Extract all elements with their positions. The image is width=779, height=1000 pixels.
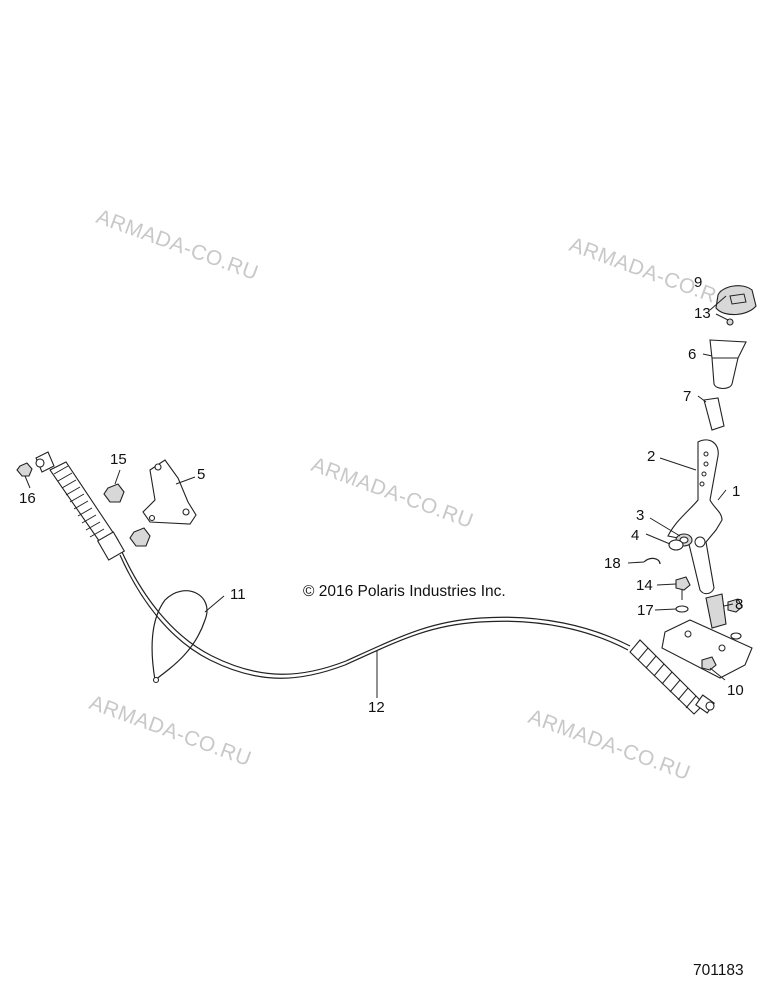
callout-10: 10: [727, 682, 744, 699]
callout-6: 6: [688, 346, 696, 363]
leader-lines: [24, 295, 734, 698]
ring: [668, 539, 684, 551]
callout-14: 14: [636, 577, 653, 594]
callout-2: 2: [647, 448, 655, 465]
callout-3: 3: [636, 507, 644, 524]
callout-8: 8: [735, 596, 743, 613]
callout-5: 5: [197, 466, 205, 483]
callout-17: 17: [637, 602, 654, 619]
block-8: [705, 593, 727, 629]
nut-bracket: [129, 527, 151, 547]
washer-17: [675, 605, 689, 613]
watermark-bottom-left: ARMADA-CO.RU: [86, 691, 254, 771]
callouts: 1 2 3 4 5 6 7 8 9 10 11 12 13 14 15 16 1…: [19, 274, 744, 716]
left-cable-boot: [35, 451, 126, 561]
clip: [643, 557, 661, 565]
callout-1: 1: [732, 483, 740, 500]
screw-13: [726, 318, 734, 326]
watermark-top-left: ARMADA-CO.RU: [93, 205, 261, 285]
callout-13: 13: [694, 305, 711, 322]
nut-16: [16, 462, 33, 477]
watermark-center: ARMADA-CO.RU: [308, 453, 476, 533]
shift-cable: [35, 451, 715, 715]
callout-16: 16: [19, 490, 36, 507]
bolt-14: [675, 576, 691, 600]
knob-cap: [715, 285, 757, 316]
cable-tie: [151, 590, 208, 682]
copyright-text: © 2016 Polaris Industries Inc.: [303, 583, 506, 600]
document-number: 701183: [693, 962, 744, 979]
cable-bracket: [142, 459, 197, 525]
watermark-top-right: ARMADA-CO.RU: [566, 233, 734, 313]
callout-11: 11: [230, 586, 246, 603]
right-cable-boot: [629, 639, 715, 715]
callout-7: 7: [683, 388, 691, 405]
mount-plate: [661, 619, 753, 679]
callout-18: 18: [604, 555, 621, 572]
watermark-bottom-right: ARMADA-CO.RU: [525, 705, 693, 785]
callout-4: 4: [631, 527, 639, 544]
bolt-15: [103, 483, 125, 503]
shift-lever: [667, 439, 723, 595]
bolt-8: [727, 598, 743, 640]
knob-sleeve: [703, 397, 725, 431]
shift-knob: [709, 339, 747, 390]
callout-12: 12: [368, 699, 385, 716]
callout-15: 15: [110, 451, 127, 468]
callout-9: 9: [694, 274, 702, 291]
